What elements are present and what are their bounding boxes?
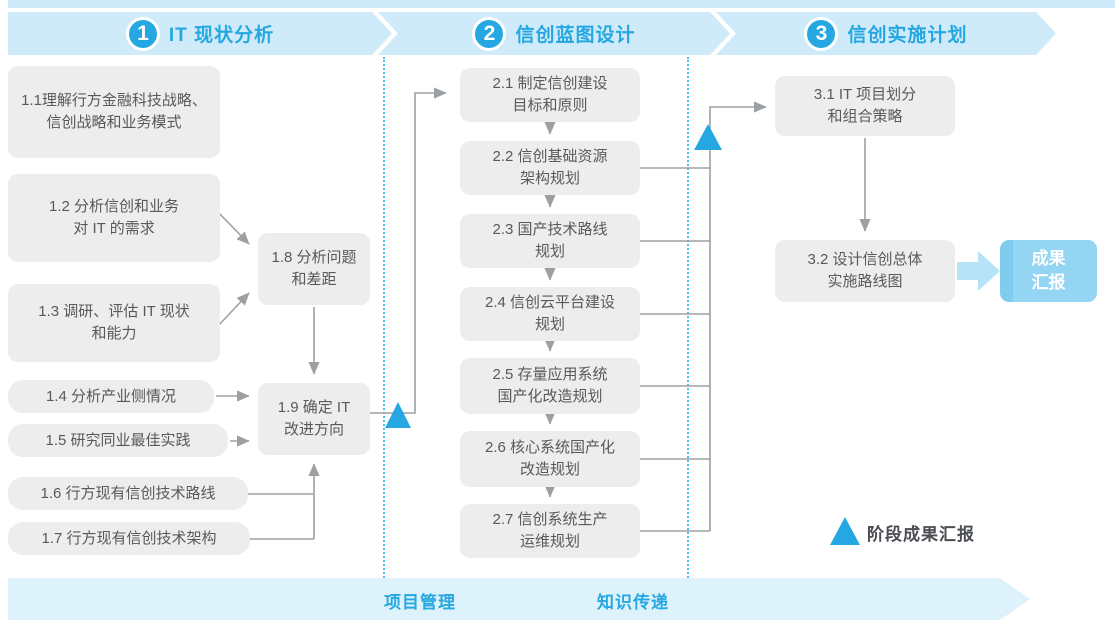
step-box-2-1: 2.1 制定信创建设 目标和原则: [460, 68, 640, 122]
step-box-1-6: 1.6 行方现有信创技术路线: [8, 477, 248, 510]
phase-title: IT 现状分析: [168, 25, 275, 46]
step-box-1-2: 1.2 分析信创和业务 对 IT 的需求: [8, 174, 220, 262]
step-box-1-8: 1.8 分析问题 和差距: [258, 233, 370, 305]
step-box-1-1: 1.1理解行方金融科技战略、 信创战略和业务模式: [8, 66, 220, 158]
phase-banner-3: 3 信创实施计划: [716, 12, 1056, 55]
phase-divider-1: [383, 57, 385, 578]
phase-number-badge: 1: [126, 17, 160, 51]
step-box-1-5: 1.5 研究同业最佳实践: [8, 424, 228, 457]
phase-number-badge: 3: [804, 17, 838, 51]
milestone-triangle-phase1: [385, 402, 411, 428]
top-border-strip: [8, 0, 1115, 8]
step-box-1-7: 1.7 行方现有信创技术架构: [8, 522, 250, 555]
step-box-3-2: 3.2 设计信创总体 实施路线图: [775, 240, 955, 302]
phase-banner-2: 2 信创蓝图设计: [378, 12, 730, 55]
phase2-connectors: [544, 101, 767, 532]
step-box-2-3: 2.3 国产技术路线 规划: [460, 214, 640, 268]
step-box-3-1: 3.1 IT 项目划分 和组合策略: [775, 76, 955, 136]
step-box-2-7: 2.7 信创系统生产 运维规划: [460, 504, 640, 558]
milestone-triangle-phase2: [694, 124, 722, 150]
step-box-2-2: 2.2 信创基础资源 架构规划: [460, 141, 640, 195]
phase-divider-2: [687, 57, 689, 578]
result-arrow-icon: [957, 251, 1000, 291]
legend-triangle-icon: [830, 517, 860, 545]
step-box-1-3: 1.3 调研、评估 IT 现状 和能力: [8, 284, 220, 362]
phase-number-badge: 2: [472, 17, 506, 51]
step-box-1-9: 1.9 确定 IT 改进方向: [258, 383, 370, 455]
bottom-banner: [8, 578, 1030, 620]
legend-label: 阶段成果汇报: [867, 524, 975, 544]
phase-title: 信创实施计划: [847, 25, 968, 46]
phase1-connectors: [216, 87, 447, 540]
bottom-label-knowledge-transfer: 知识传递: [597, 592, 669, 612]
step-box-2-5: 2.5 存量应用系统 国产化改造规划: [460, 358, 640, 414]
bottom-label-project-management: 项目管理: [384, 592, 456, 612]
phase-banner-1: 1 IT 现状分析: [8, 12, 392, 55]
result-box: 成果 汇报: [1000, 240, 1097, 302]
step-box-2-6: 2.6 核心系统国产化 改造规划: [460, 431, 640, 487]
step-box-1-4: 1.4 分析产业侧情况: [8, 380, 214, 413]
phase-title: 信创蓝图设计: [515, 25, 636, 46]
step-box-2-4: 2.4 信创云平台建设 规划: [460, 287, 640, 341]
